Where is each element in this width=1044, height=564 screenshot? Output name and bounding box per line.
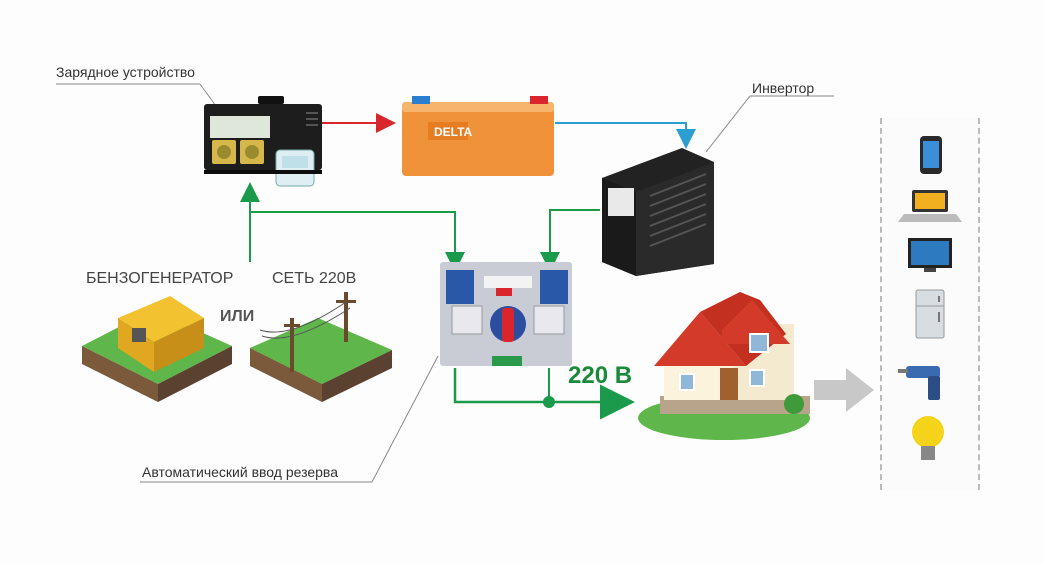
ats-label: Автоматический ввод резерва xyxy=(142,464,338,480)
generator-label: БЕНЗОГЕНЕРАТОР xyxy=(86,270,233,288)
grid-label: СЕТЬ 220В xyxy=(272,270,356,288)
charger-label: Зарядное устройство xyxy=(56,64,195,80)
or-label: ИЛИ xyxy=(220,308,254,326)
phone-icon xyxy=(920,136,942,174)
bulb-icon xyxy=(912,416,944,460)
inverter-label: Инвертор xyxy=(752,80,814,96)
laptop-icon xyxy=(898,190,962,222)
fridge-icon xyxy=(916,290,944,338)
drill-icon xyxy=(898,366,940,400)
tv-icon xyxy=(908,238,952,272)
voltage-label: 220 В xyxy=(568,362,632,390)
